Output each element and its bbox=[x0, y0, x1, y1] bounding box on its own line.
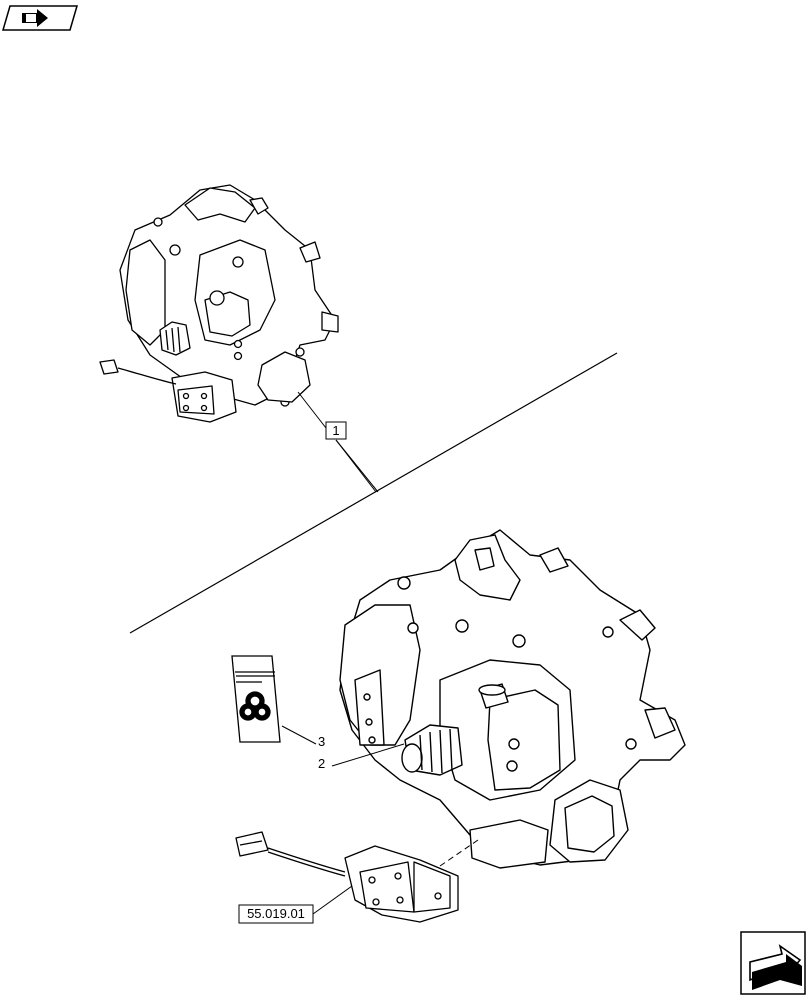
assembled-pump-unit bbox=[99, 184, 339, 423]
next-page-arrow-icon[interactable] bbox=[740, 931, 806, 995]
book-with-arrow-icon[interactable] bbox=[2, 5, 78, 31]
separator-line bbox=[129, 352, 618, 634]
callout-2: 2 bbox=[318, 743, 405, 771]
svg-text:3: 3 bbox=[318, 734, 325, 749]
seal-kit-bag bbox=[231, 655, 281, 743]
svg-text:55.019.01: 55.019.01 bbox=[247, 906, 305, 921]
callout-1: 1 bbox=[325, 421, 347, 440]
exploded-pump-body bbox=[339, 529, 686, 869]
assembly-dashed-line bbox=[439, 839, 479, 867]
reference-link[interactable]: 55.019.01 bbox=[238, 885, 353, 924]
svg-text:1: 1 bbox=[332, 423, 339, 438]
callout-1-leaders bbox=[297, 391, 379, 493]
callout-3: 3 bbox=[281, 725, 325, 749]
solenoid-valve bbox=[235, 831, 459, 923]
svg-text:2: 2 bbox=[318, 756, 325, 771]
